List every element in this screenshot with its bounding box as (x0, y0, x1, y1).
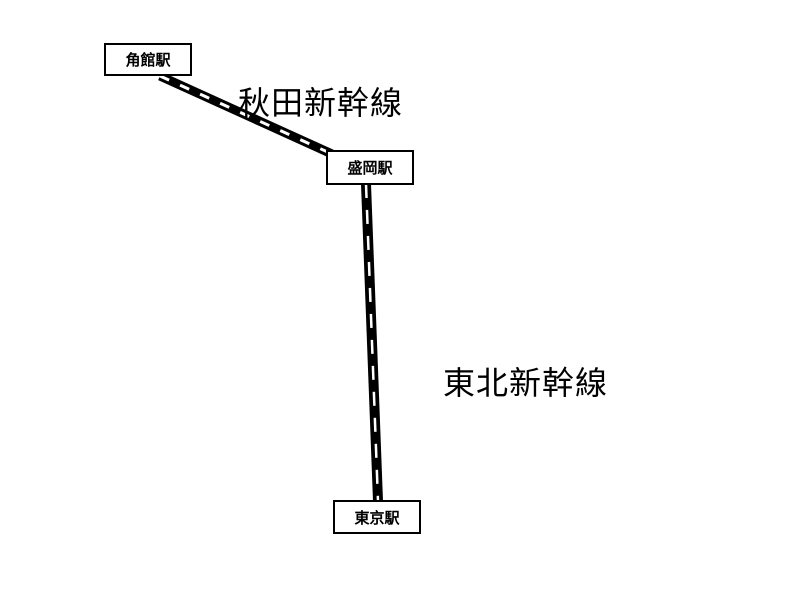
label-akita-shinkansen: 秋田新幹線 (238, 84, 404, 122)
label-tohoku-shinkansen: 東北新幹線 (443, 364, 609, 402)
station-kakunodate: 角館駅 (104, 43, 192, 76)
station-tokyo: 東京駅 (333, 500, 421, 534)
tohoku-shinkansen-track (361, 183, 383, 502)
station-morioka: 盛岡駅 (326, 150, 414, 185)
akita-shinkansen-track (158, 71, 334, 159)
